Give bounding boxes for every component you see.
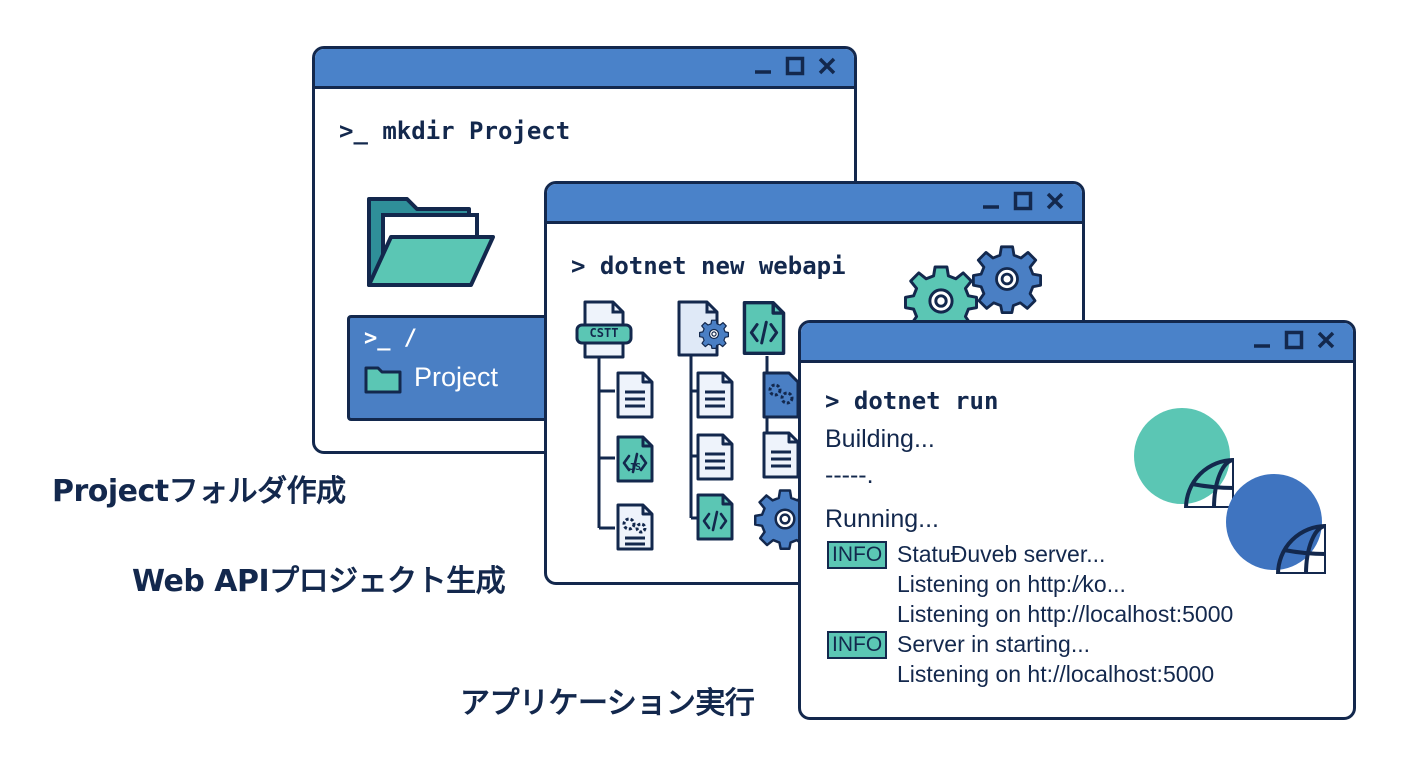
info-badge: INFO [827,541,888,569]
code-file-icon [741,299,787,357]
close-icon[interactable] [1044,190,1066,212]
log-building: Building... [825,425,935,453]
info-badge: INFO [827,631,888,659]
gear-file-icon [615,502,655,552]
panel-prompt: >_ / [364,326,417,351]
cstt-label: CSTT [589,326,619,340]
gear-file-icon [761,370,801,420]
log-line: Listening on http://localhost:5000 [897,601,1234,627]
folder-icon [364,366,402,394]
cstt-file-icon: CSTT [575,299,633,361]
js-label: JS [628,462,642,473]
step2-caption: Web APIプロジェクト生成 [132,564,506,599]
step3-caption: アプリケーション実行 [460,686,755,721]
file-icon [695,370,735,420]
window-titlebar [547,184,1082,224]
maximize-icon[interactable] [1283,329,1305,351]
step1-caption: Projectフォルダ作成 [52,474,346,509]
command-text: > dotnet new webapi [571,252,846,280]
log-line: Listening on ht://localhost:5000 [897,661,1215,687]
file-icon [695,432,735,482]
log-dashes: -----. [825,461,874,489]
maximize-icon[interactable] [1012,190,1034,212]
globe-icon [1226,474,1326,574]
code-file-icon [695,492,735,542]
folder-icon [367,197,495,287]
command-text: > dotnet run [825,387,999,415]
gear-icon [972,244,1042,314]
log-line: Server in starting... [897,631,1091,657]
close-icon[interactable] [816,55,838,77]
panel-folder-label[interactable]: Project [414,362,499,392]
file-icon [761,430,801,480]
minimize-icon[interactable] [980,190,1002,212]
window-titlebar [801,323,1353,363]
minimize-icon[interactable] [752,55,774,77]
maximize-icon[interactable] [784,55,806,77]
window-titlebar [315,49,854,89]
log-running: Running... [825,505,939,533]
log-line: StatuĐuveb server... [897,541,1106,567]
config-file-icon [677,300,729,357]
command-text: >_ mkdir Project [339,117,571,145]
log-line: Listening on http:/⁄ko... [897,571,1126,597]
file-icon [615,370,655,420]
close-icon[interactable] [1315,329,1337,351]
globe-icon [1134,408,1234,508]
js-file-icon: JS [615,434,655,484]
terminal-window-run: > dotnet run Building... -----. Running.… [798,320,1356,720]
minimize-icon[interactable] [1251,329,1273,351]
